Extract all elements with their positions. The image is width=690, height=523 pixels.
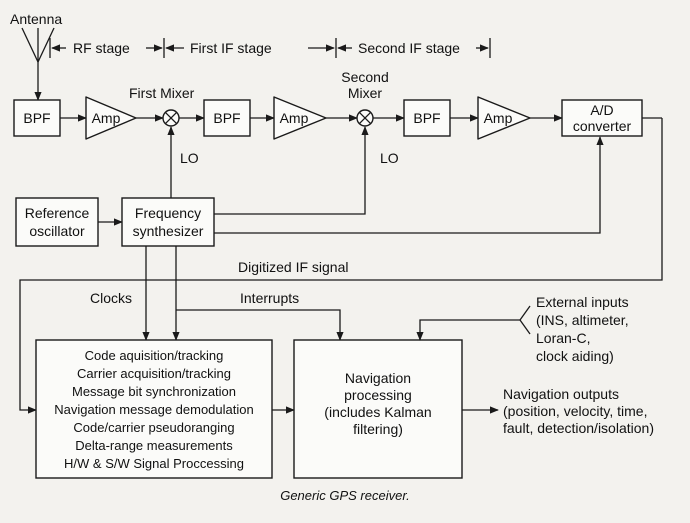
first-mixer-label: First Mixer <box>129 85 195 101</box>
adc-block <box>561 99 643 137</box>
adc-label-1: A/D <box>590 102 613 118</box>
amp-label-2: Amp <box>280 110 309 126</box>
navigation-processing-block <box>293 339 463 479</box>
tracking-line-2: Carrier acquisition/tracking <box>77 366 231 381</box>
external-inputs-line-3: Loran-C, <box>536 330 590 346</box>
navigation-processing-line-2: processing <box>344 387 412 403</box>
lo-feed-2 <box>214 126 369 215</box>
digitized-if-path <box>19 118 663 414</box>
bpf-block-3 <box>403 99 451 137</box>
antenna-label: Antenna <box>10 11 62 27</box>
bpf-label-3: BPF <box>413 110 440 126</box>
bpf-label-2: BPF <box>213 110 240 126</box>
interrupts-line <box>176 309 344 341</box>
frequency-synthesizer-label-2: synthesizer <box>133 223 204 239</box>
external-inputs-line-4: clock aiding) <box>536 348 614 364</box>
frequency-synthesizer-label-1: Frequency <box>135 205 201 221</box>
tracking-line-4: Navigation message demodulation <box>54 402 253 417</box>
tracking-line-7: H/W & S/W Signal Proccessing <box>64 456 244 471</box>
antenna-icon <box>21 27 55 101</box>
navigation-outputs-line-1: (position, velocity, time, <box>503 403 647 419</box>
frequency-synthesizer-block <box>121 197 215 247</box>
second-mixer-label-2: Mixer <box>348 85 383 101</box>
amp-block-3 <box>477 96 531 140</box>
digitized-if-label: Digitized IF signal <box>238 259 349 275</box>
stage-dividers <box>49 38 491 58</box>
figure-caption: Generic GPS receiver. <box>280 488 410 503</box>
bpf-label-1: BPF <box>23 110 50 126</box>
clocks-label: Clocks <box>90 290 132 306</box>
lo-label-2: LO <box>380 150 399 166</box>
second-mixer-label-1: Second <box>341 69 388 85</box>
adc-clock-feed <box>214 136 604 234</box>
navigation-outputs-title: Navigation outputs <box>503 386 619 402</box>
adc-label-2: converter <box>573 118 632 134</box>
tracking-block <box>35 339 273 479</box>
tracking-line-1: Code aquisition/tracking <box>85 348 224 363</box>
navigation-outputs-line-2: fault, detection/isolation) <box>503 420 654 436</box>
tracking-line-5: Code/carrier pseudoranging <box>73 420 234 435</box>
lo-label-1: LO <box>180 150 199 166</box>
interrupts-label: Interrupts <box>240 290 299 306</box>
navigation-processing-line-3: (includes Kalman <box>324 404 431 420</box>
external-inputs-line-1: External inputs <box>536 294 629 310</box>
tracking-line-6: Delta-range measurements <box>75 438 233 453</box>
navigation-processing-line-4: filtering) <box>353 421 403 437</box>
bpf-block-1 <box>13 99 61 137</box>
tracking-line-3: Message bit synchronization <box>72 384 236 399</box>
amp-label-1: Amp <box>92 110 121 126</box>
reference-oscillator-label-2: oscillator <box>29 223 85 239</box>
first-if-stage-label: First IF stage <box>190 40 272 56</box>
reference-oscillator-label-1: Reference <box>25 205 90 221</box>
second-if-stage-label: Second IF stage <box>358 40 460 56</box>
amp-block-2 <box>273 96 327 140</box>
first-mixer-icon <box>162 109 180 127</box>
second-mixer-icon <box>356 109 374 127</box>
external-inputs-connector <box>416 305 531 341</box>
amp-label-3: Amp <box>484 110 513 126</box>
amp-block-1 <box>85 96 137 140</box>
rf-stage-label: RF stage <box>73 40 130 56</box>
external-inputs-line-2: (INS, altimeter, <box>536 312 629 328</box>
navigation-processing-line-1: Navigation <box>345 370 411 386</box>
reference-oscillator-block <box>15 197 99 247</box>
